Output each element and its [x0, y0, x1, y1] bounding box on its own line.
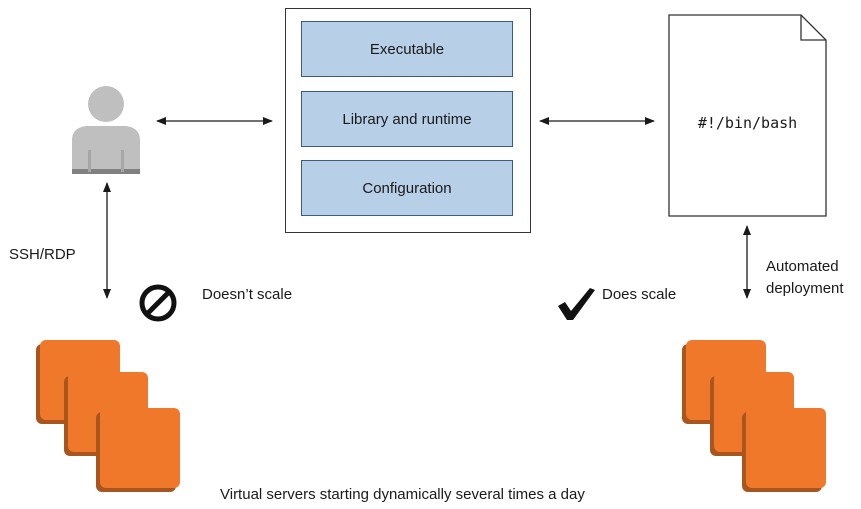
user-icon [72, 86, 140, 174]
checkmark-icon [558, 288, 595, 320]
automated-label-line1: Automated [766, 258, 839, 275]
document-icon [668, 14, 827, 217]
server-stack-left [36, 340, 180, 492]
software-stack-panel: Executable Library and runtime Configura… [285, 8, 531, 233]
doesnt-scale-label: Doesn’t scale [202, 286, 293, 303]
layer-library-runtime: Library and runtime [301, 91, 513, 147]
layer-configuration: Configuration [301, 160, 513, 216]
bash-shebang: #!/bin/bash [697, 114, 798, 132]
layer-executable: Executable [301, 21, 513, 77]
ssh-rdp-label: SSH/RDP [9, 246, 76, 263]
automated-label-line2: deployment [766, 280, 844, 297]
caption: Virtual servers starting dynamically sev… [220, 486, 585, 503]
server-icon [96, 408, 180, 492]
does-scale-label: Does scale [602, 286, 677, 303]
server-stack-right [682, 340, 826, 492]
server-icon [742, 408, 826, 492]
prohibited-icon [139, 284, 177, 322]
